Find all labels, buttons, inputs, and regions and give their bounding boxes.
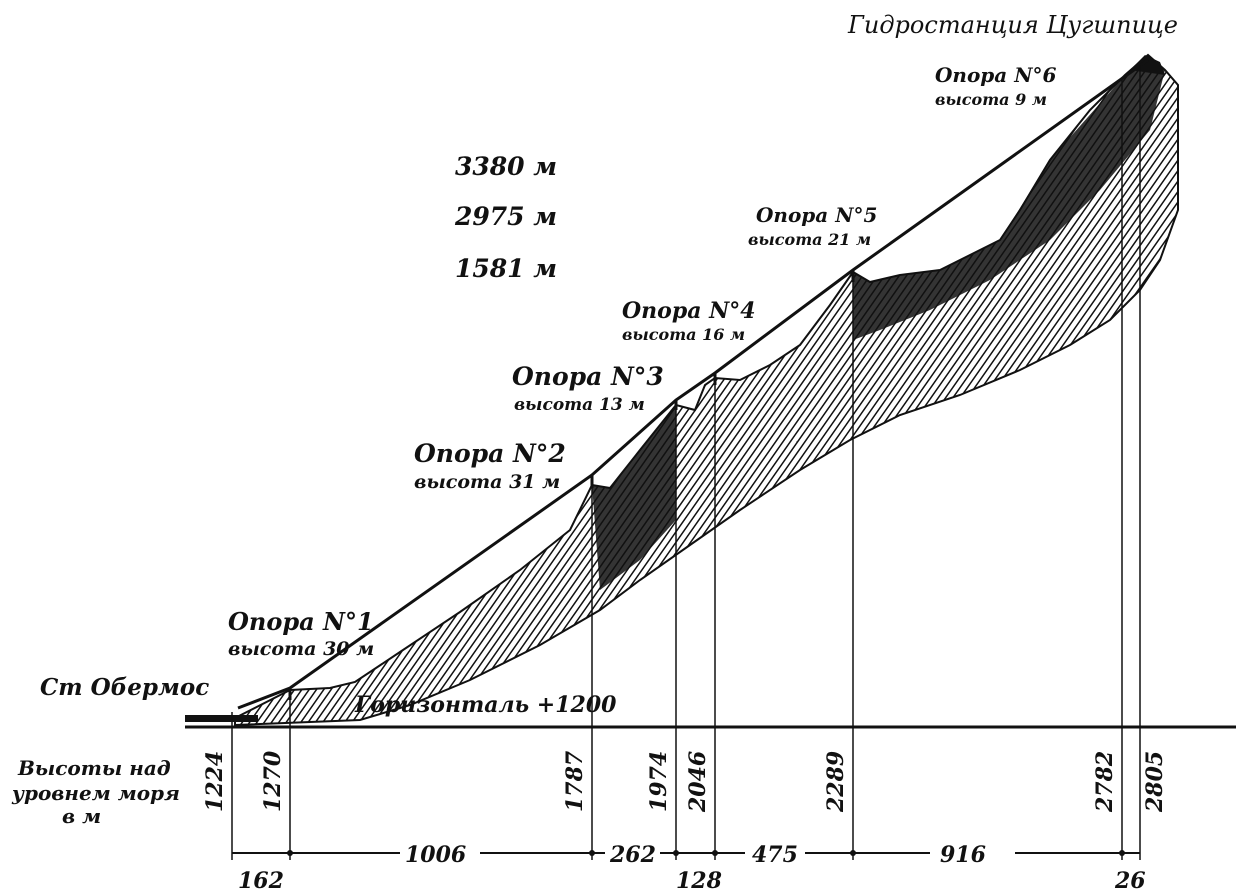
distance-label-262: 262	[609, 842, 656, 868]
station-top-building	[1130, 55, 1165, 75]
station-bottom-platform	[185, 715, 258, 722]
tower-3-name: Опора N°3	[512, 362, 664, 391]
vertical-dimension-lines	[231, 65, 1141, 860]
elevation-label-1974: 1974	[646, 751, 672, 812]
span-length-2: 2975 м	[454, 202, 557, 231]
mountain-shade	[592, 55, 1165, 590]
tower-1-name: Опора N°1	[228, 607, 374, 636]
elevation-label-2046: 2046	[685, 751, 711, 813]
heights-caption-line-1: Высоты над	[17, 756, 171, 780]
tower-3-height: высота 13 м	[514, 395, 645, 415]
elevation-label-1224: 1224	[202, 751, 228, 812]
tower-2-height: высота 31 м	[414, 471, 560, 493]
elevation-label-2805: 2805	[1142, 751, 1168, 813]
distance-label-26: 26	[1114, 868, 1146, 891]
distance-label-128: 128	[676, 868, 722, 891]
distance-label-916: 916	[940, 842, 986, 868]
elevation-label-2289: 2289	[823, 751, 849, 813]
span-length-1: 3380 м	[455, 152, 557, 181]
elevation-label-1270: 1270	[260, 750, 286, 812]
span-length-3: 1581 м	[455, 254, 557, 283]
distance-label-162: 162	[238, 868, 284, 891]
tower-4-height: высота 16 м	[622, 325, 745, 344]
horizontal-label: Горизонталь +1200	[354, 692, 617, 718]
station-bottom-label: Ст Обермос	[40, 674, 209, 701]
tower-5-name: Опора N°5	[756, 203, 877, 227]
cable-line	[237, 58, 1149, 710]
elevation-label-2782: 2782	[1092, 751, 1118, 813]
tower-6-height: высота 9 м	[935, 90, 1047, 109]
tower-2-name: Опора N°2	[414, 439, 566, 468]
tower-1-height: высота 30 м	[228, 638, 374, 660]
heights-caption-line-2: уровнем моря	[11, 781, 180, 805]
distance-label-1006: 1006	[405, 842, 466, 868]
distance-ticks	[287, 850, 1125, 856]
mountain-terrain	[234, 53, 1179, 727]
station-top-label: Гидростанция Цугшпице	[847, 11, 1178, 39]
tower-5-height: высота 21 м	[748, 230, 871, 249]
heights-caption-line-3: в м	[62, 804, 101, 828]
distance-label-475: 475	[752, 842, 798, 868]
tower-6-name: Опора N°6	[935, 63, 1056, 87]
tower-4-name: Опора N°4	[622, 298, 756, 324]
elevation-label-1787: 1787	[562, 750, 588, 812]
